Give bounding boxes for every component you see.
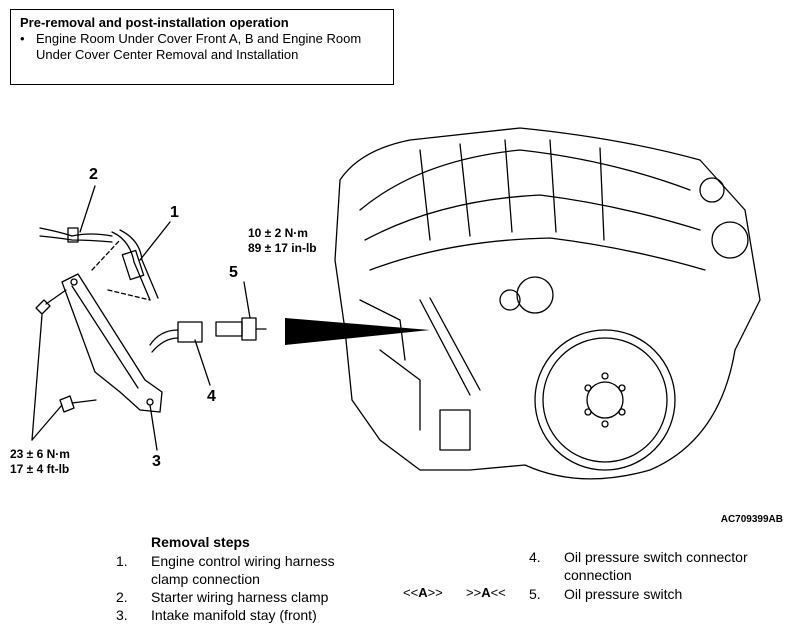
- proc-marker-open: <<: [403, 585, 419, 600]
- step-text: Oil pressure switch connector connection: [564, 548, 748, 584]
- proc-marker-close: >>: [427, 585, 443, 600]
- procedure-ref-install: >>A<<: [466, 585, 506, 600]
- oil-pressure-switch: [215, 317, 267, 341]
- torque-switch-nm: 10 ± 2 N·m: [248, 226, 308, 240]
- removal-step-4: 4. Oil pressure switch connector connect…: [529, 548, 789, 584]
- torque-bolts-nm: 23 ± 6 N·m: [10, 447, 70, 461]
- removal-step-3: 3. Intake manifold stay (front): [116, 606, 416, 624]
- engine-illustration: [31, 127, 761, 480]
- starter-harness-clamp: [39, 227, 113, 243]
- step-text: Intake manifold stay (front): [151, 607, 317, 623]
- step-number: 2.: [116, 589, 128, 605]
- proc-marker-close: <<: [490, 585, 506, 600]
- procedure-ref-removal: <<A>>: [403, 585, 443, 600]
- pre-removal-title: Pre-removal and post-installation operat…: [20, 15, 289, 30]
- step-text: Engine control wiring harness clamp conn…: [151, 552, 335, 588]
- callout-2: 2: [89, 166, 98, 183]
- step-text-line-1: Oil pressure switch connector: [564, 549, 748, 565]
- removal-step-1: 1. Engine control wiring harness clamp c…: [116, 552, 416, 588]
- stay-bolts: [35, 289, 97, 413]
- bullet: •: [20, 31, 25, 46]
- intake-manifold-stay: [61, 273, 163, 413]
- step-number: 4.: [529, 549, 541, 565]
- step-number: 3.: [116, 607, 128, 623]
- figure-code: AC709399AB: [720, 514, 783, 525]
- removal-step-5: 5. Oil pressure switch: [529, 585, 789, 603]
- engine-block: [334, 127, 761, 480]
- detail-pointer: [285, 318, 430, 345]
- flywheel: [534, 329, 676, 471]
- callout-5: 5: [229, 264, 238, 281]
- removal-step-2: 2. Starter wiring harness clamp: [116, 588, 416, 606]
- step-text-line-2: connection: [564, 567, 632, 583]
- torque-switch-inlb: 89 ± 17 in-lb: [248, 241, 317, 255]
- torque-bolts: 23 ± 6 N·m 17 ± 4 ft-lb: [10, 447, 70, 477]
- callout-3: 3: [152, 453, 161, 470]
- pre-removal-box: Pre-removal and post-installation operat…: [10, 9, 394, 85]
- callout-4: 4: [207, 388, 216, 405]
- pre-removal-item: • Engine Room Under Cover Front A, B and…: [20, 31, 384, 63]
- oil-pressure-connector: [149, 321, 203, 353]
- pre-removal-line-2: Under Cover Center Removal and Installat…: [36, 47, 299, 62]
- removal-steps-title: Removal steps: [151, 534, 250, 550]
- proc-marker-open: >>: [466, 585, 482, 600]
- pre-removal-line-1: Engine Room Under Cover Front A, B and E…: [36, 31, 362, 46]
- step-text: Oil pressure switch: [564, 586, 683, 602]
- step-text: Starter wiring harness clamp: [151, 589, 329, 605]
- engine-control-harness: [111, 229, 159, 301]
- callout-1: 1: [170, 204, 179, 221]
- proc-letter: A: [418, 585, 428, 600]
- step-number: 5.: [529, 586, 541, 602]
- proc-letter: A: [481, 585, 491, 600]
- torque-switch: 10 ± 2 N·m 89 ± 17 in-lb: [248, 226, 317, 256]
- leader-lines: [31, 185, 251, 451]
- step-text-line-1: Engine control wiring harness: [151, 553, 335, 569]
- step-text-line-2: clamp connection: [151, 571, 260, 587]
- step-number: 1.: [116, 553, 128, 569]
- torque-bolts-ftlb: 17 ± 4 ft-lb: [10, 462, 70, 476]
